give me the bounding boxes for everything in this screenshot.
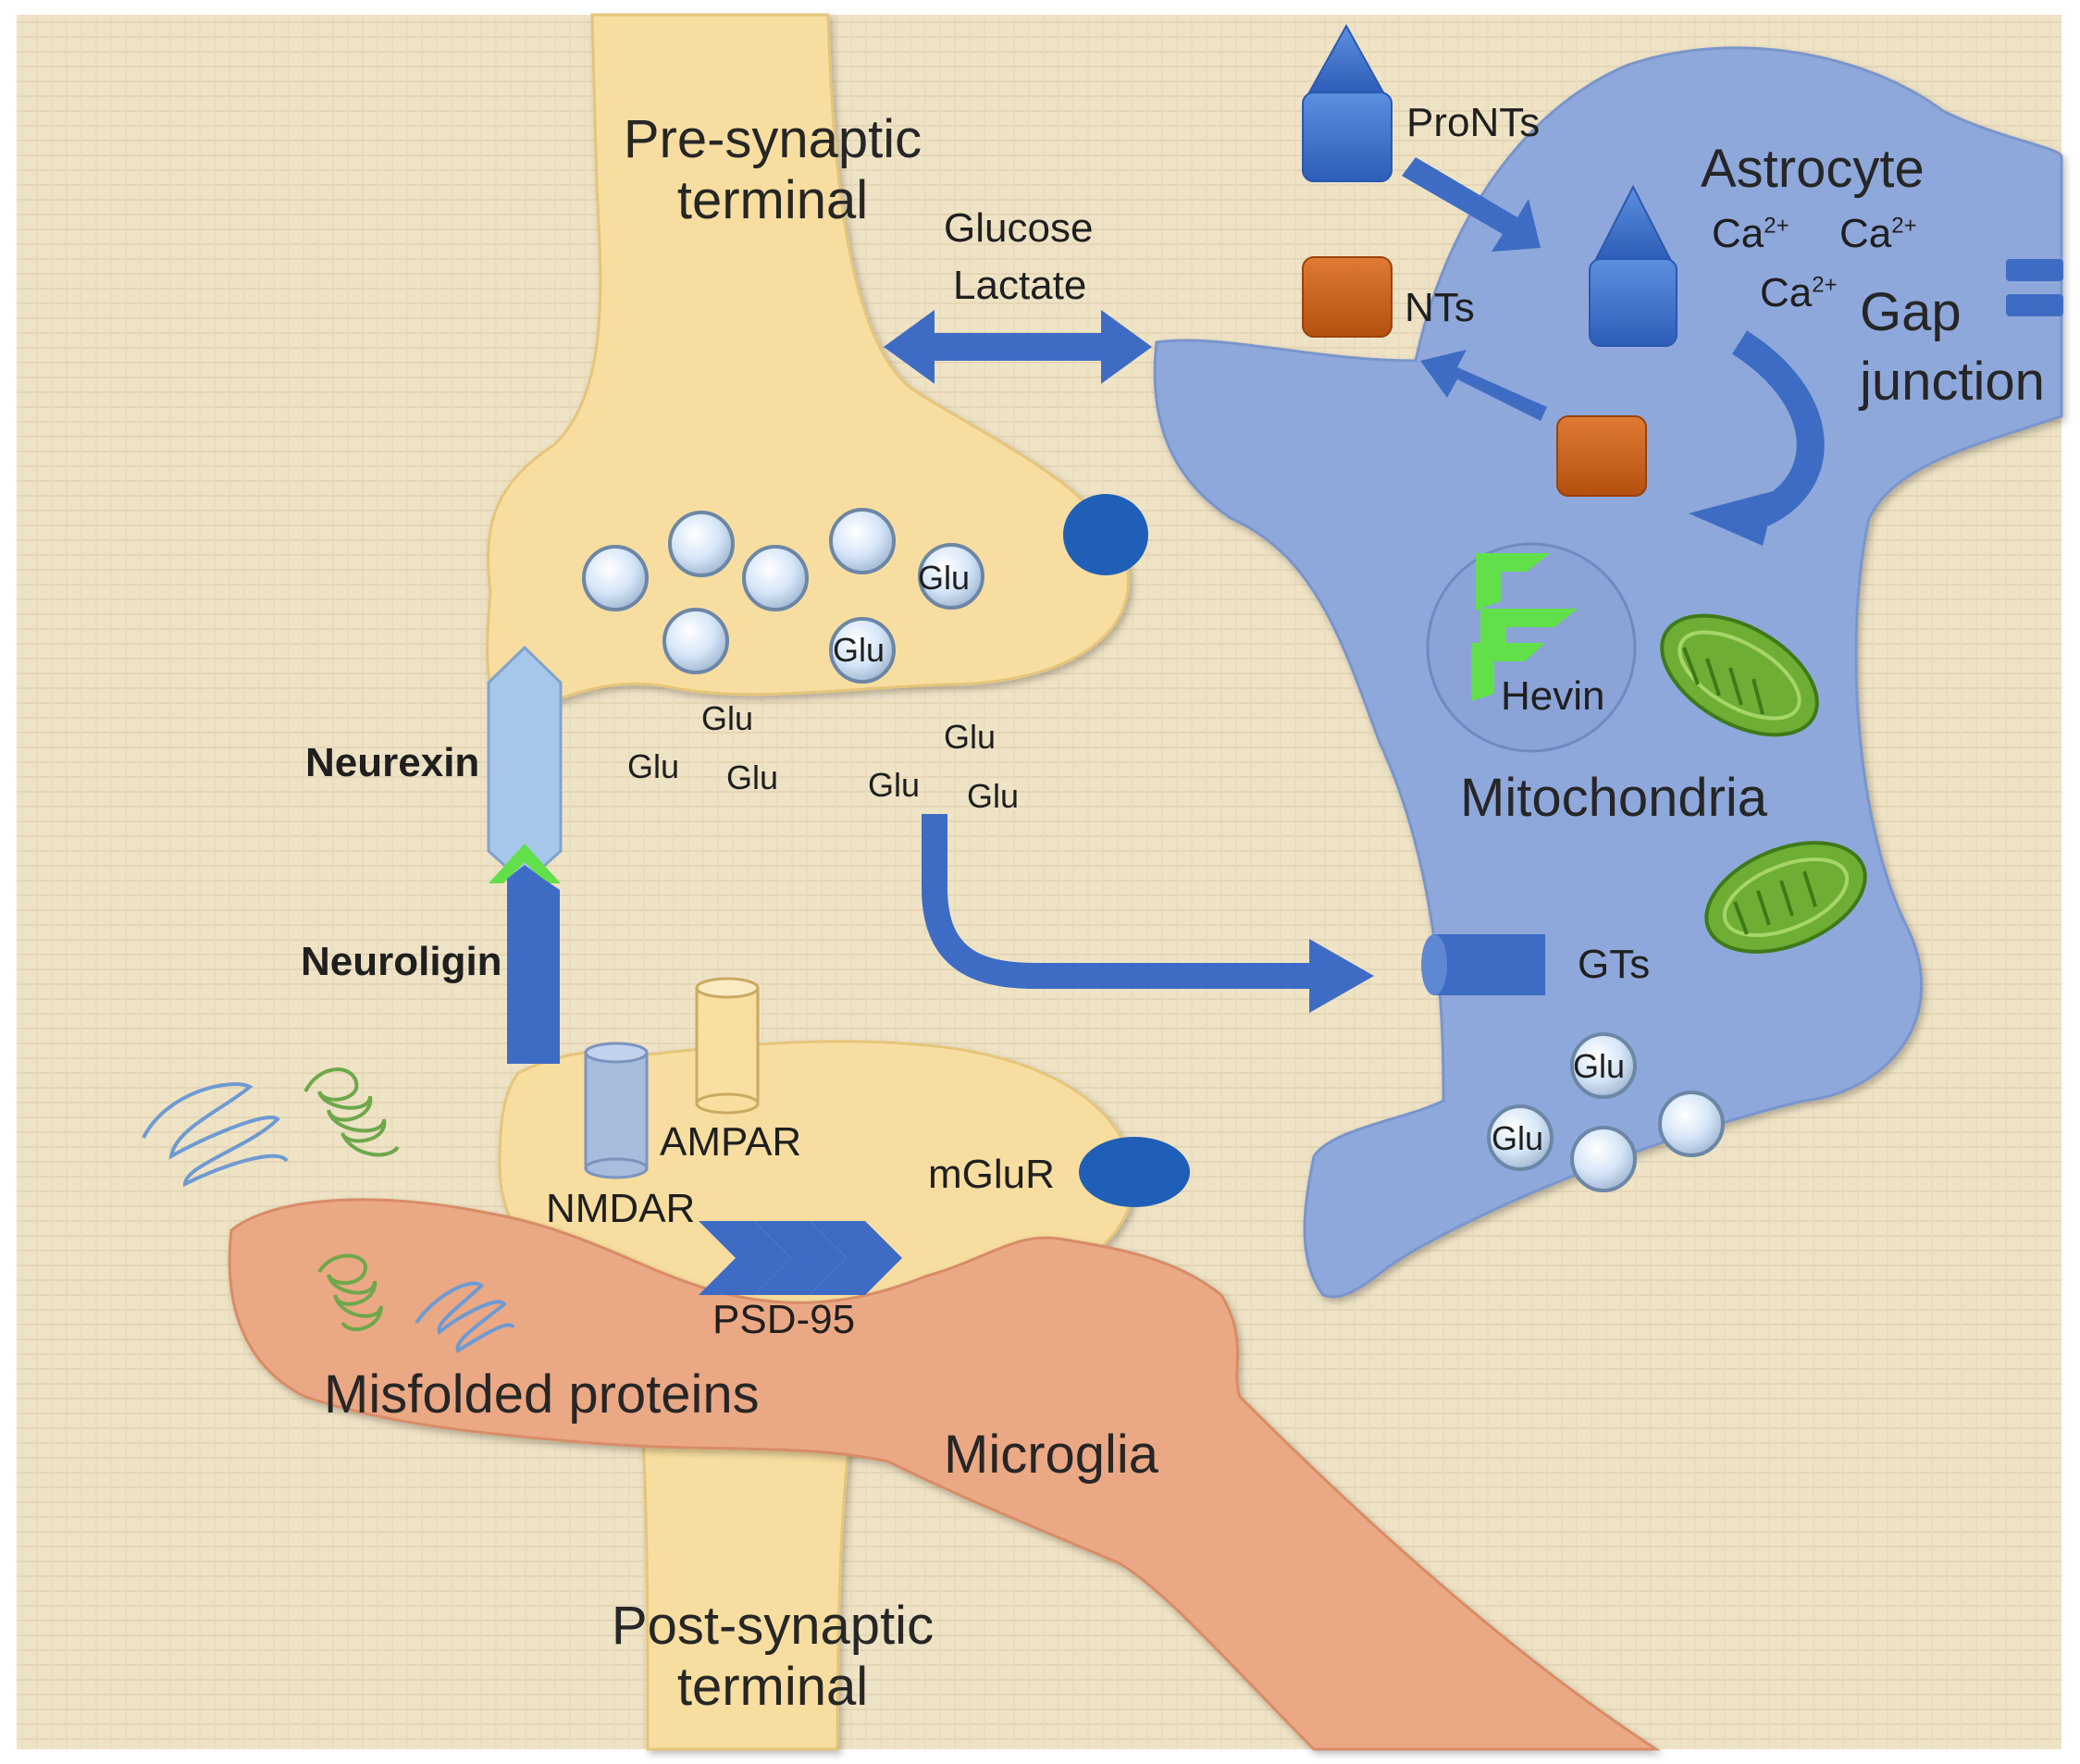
mitochondria-lower-icon xyxy=(1704,841,1867,954)
ca-label-1: Ca2+ xyxy=(1712,211,1789,256)
ca-label-2: Ca2+ xyxy=(1839,211,1917,256)
astrocyte-vesicle-icon xyxy=(1487,1032,1725,1192)
psd95-chevron-icon xyxy=(699,1221,902,1295)
gts-label: GTs xyxy=(1578,942,1651,987)
ampar-receptor-icon xyxy=(695,977,760,1115)
glu-cleft-label: Glu xyxy=(701,699,754,737)
neuroligin-label: Neuroligin xyxy=(301,939,502,984)
mitochondria-icon xyxy=(1660,613,1819,737)
astrocyte-label: Astrocyte xyxy=(1701,139,1925,199)
pront-inside-icon xyxy=(1589,184,1678,347)
mitochondria-label: Mitochondria xyxy=(1460,768,1768,828)
microglia-label: Microglia xyxy=(944,1425,1159,1485)
pronts-arrow-icon xyxy=(1402,157,1541,252)
gap-junction-icon xyxy=(2006,259,2063,316)
ca-label-3: Ca2+ xyxy=(1760,270,1838,315)
post-synaptic-label: Post-synaptic terminal xyxy=(555,1596,990,1718)
junction-label: junction xyxy=(1860,352,2045,412)
pre-synaptic-line-2: terminal xyxy=(676,170,869,230)
presynaptic-receptor-icon xyxy=(1063,494,1148,575)
hevin-icon xyxy=(1426,542,1637,753)
glu-cleft-label: Glu xyxy=(627,747,680,785)
misfolded-proteins-label: Misfolded proteins xyxy=(324,1364,760,1425)
pronts-label: ProNTs xyxy=(1406,100,1541,145)
nts-arrow-icon xyxy=(1420,350,1547,421)
glu-astrocyte-label: Glu xyxy=(1492,1119,1544,1157)
glu-vesicle-label: Glu xyxy=(918,559,971,597)
glu-cleft-label: Glu xyxy=(967,777,1020,815)
nt-cube-inside-icon xyxy=(1556,415,1647,497)
gt-transporter-icon xyxy=(1421,934,1545,995)
nmdar-receptor-icon xyxy=(584,1042,649,1179)
psd95-label: PSD-95 xyxy=(712,1297,856,1342)
mglur-label: mGluR xyxy=(928,1152,1055,1197)
glu-vesicle-label: Glu xyxy=(833,631,885,669)
neurexin-icon xyxy=(487,645,563,886)
neurexin-label: Neurexin xyxy=(305,740,480,785)
post-synaptic-line-1: Post-synaptic xyxy=(611,1596,935,1656)
pre-synaptic-line-1: Pre-synaptic xyxy=(623,109,922,169)
mglur-receptor-icon xyxy=(1079,1137,1190,1207)
glu-cleft-label: Glu xyxy=(868,766,921,804)
hevin-label: Hevin xyxy=(1501,673,1605,719)
misfolded-protein-icon xyxy=(142,1067,515,1353)
glu-cleft-label: Glu xyxy=(726,759,779,796)
glu-cleft-label: Glu xyxy=(944,718,997,756)
ampar-label: AMPAR xyxy=(660,1119,802,1165)
nt-cube-icon xyxy=(1302,256,1393,338)
pre-synaptic-terminal xyxy=(486,13,1131,714)
gap-label: Gap xyxy=(1860,282,1962,342)
neuroligin-icon xyxy=(507,865,560,1064)
pre-synaptic-label: Pre-synaptic terminal xyxy=(555,109,990,231)
glucose-lactate-double-arrow-icon xyxy=(884,310,1152,384)
nmdar-label: NMDAR xyxy=(546,1186,696,1231)
pront-icon xyxy=(1302,23,1393,182)
nts-label: NTs xyxy=(1405,285,1475,330)
post-synaptic-line-2: terminal xyxy=(676,1657,869,1717)
glu-astrocyte-label: Glu xyxy=(1573,1047,1626,1085)
lactate-label: Lactate xyxy=(953,263,1087,308)
conversion-curved-arrow-icon xyxy=(1731,330,1825,526)
vesicle-icon xyxy=(582,508,984,684)
glutamate-transport-arrow-icon xyxy=(922,814,1374,1013)
glucose-label: Glucose xyxy=(944,205,1094,251)
